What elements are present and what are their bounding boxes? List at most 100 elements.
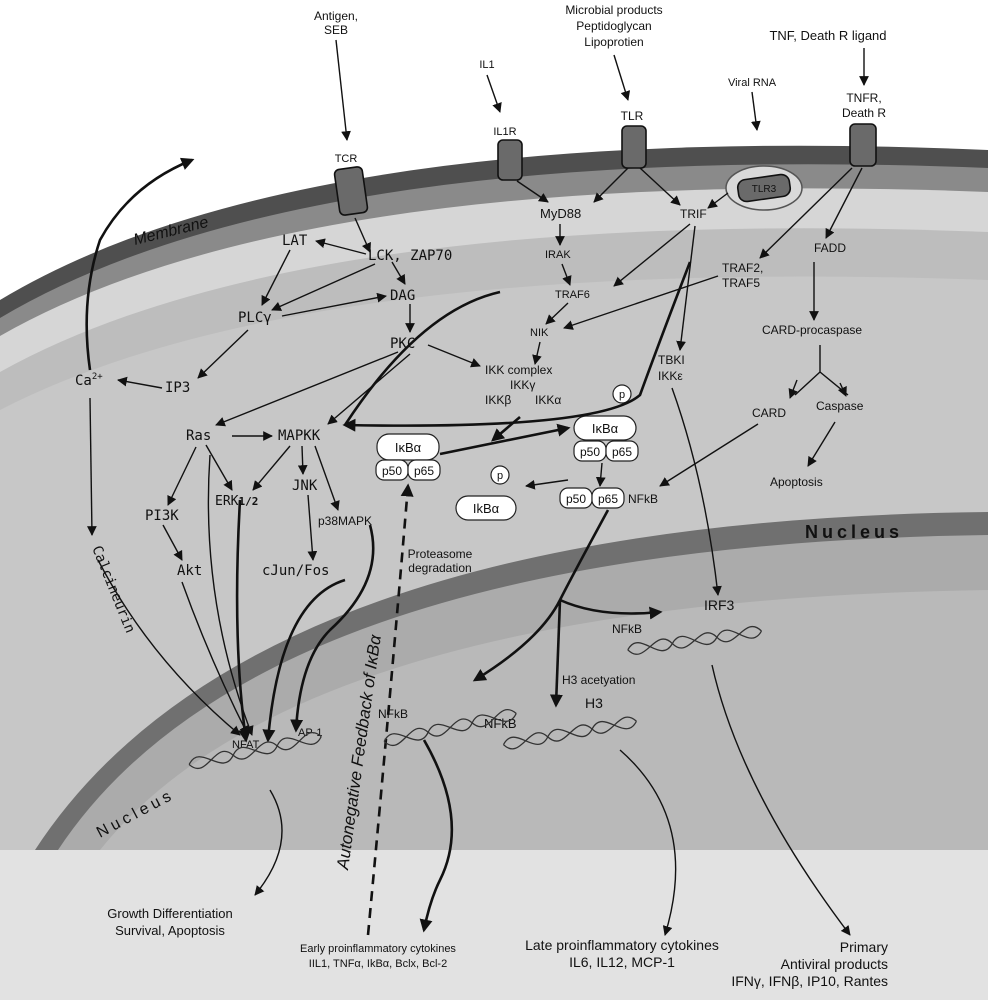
proteasome-label-2: degradation bbox=[408, 561, 471, 575]
early-output: Early proinflammatory cytokines bbox=[300, 943, 456, 955]
bold-arrows bbox=[85, 157, 692, 933]
antiviral-output: Primary bbox=[840, 939, 888, 955]
p50-label-3: p50 bbox=[566, 492, 586, 506]
nik-node: NIK bbox=[530, 327, 549, 339]
tnfr-receptor bbox=[849, 123, 877, 167]
dag-node: DAG bbox=[390, 288, 415, 304]
traf25-node-2: TRAF5 bbox=[722, 276, 760, 290]
tnfr-label: TNFR, bbox=[846, 91, 881, 105]
dna-nfkb-1 bbox=[383, 709, 517, 746]
il1r-receptor bbox=[497, 139, 523, 181]
microbial-label-2: Peptidoglycan bbox=[576, 19, 651, 33]
ca-node: Ca2+ bbox=[75, 372, 103, 389]
p50-label-2: p50 bbox=[580, 445, 600, 459]
lck-node: LCK, ZAP70 bbox=[368, 248, 452, 264]
tcr-receptor bbox=[333, 166, 369, 216]
traf25-node: TRAF2, bbox=[722, 261, 763, 275]
tlr3-receptor bbox=[736, 173, 792, 203]
pathway-arrows bbox=[86, 167, 863, 736]
nfkb-cyto-label: NFkB bbox=[628, 492, 658, 506]
ikk-epsilon-node: IKKε bbox=[658, 369, 683, 383]
ras-node: Ras bbox=[186, 428, 211, 444]
microbial-label-3: Lipoprotien bbox=[584, 35, 643, 49]
akt-node: Akt bbox=[177, 563, 202, 579]
nfkb-nuc-label-2: NFkB bbox=[378, 707, 408, 721]
tlr-receptor bbox=[621, 125, 647, 169]
growth-output-2: Survival, Apoptosis bbox=[115, 923, 225, 938]
late-output: Late proinflammatory cytokines bbox=[525, 937, 719, 953]
ikba-label-3: IkBα bbox=[473, 501, 500, 516]
irak-node: IRAK bbox=[545, 249, 571, 261]
dna-helices bbox=[188, 625, 763, 769]
ikk-gamma-node: IKKγ bbox=[510, 378, 535, 392]
fadd-node: FADD bbox=[814, 241, 846, 255]
phospho-circle-1 bbox=[612, 384, 632, 404]
card-node: CARD bbox=[752, 406, 786, 420]
ikk-complex-node: IKK complex bbox=[485, 363, 552, 377]
tnf-label: TNF, Death R ligand bbox=[769, 28, 886, 43]
caspase-node: Caspase bbox=[816, 399, 864, 413]
ikba-box-3 bbox=[455, 495, 517, 521]
dna-h3 bbox=[502, 716, 638, 750]
receptors: TCR IL1R TLR TLR3 TNFR, Death R bbox=[333, 91, 886, 216]
p65-box-3 bbox=[591, 487, 625, 509]
ikba-complexes: IκBα p50 p65 p IκBα p50 p65 p IkBα p50 p… bbox=[375, 384, 639, 521]
p50-label-1: p50 bbox=[382, 464, 402, 478]
viral-rna-label: Viral RNA bbox=[728, 77, 777, 89]
trif-node: TRIF bbox=[680, 207, 707, 221]
il1-label: IL1 bbox=[479, 59, 494, 71]
cjun-node: cJun/Fos bbox=[262, 563, 329, 579]
erk-node: ERK1/2 bbox=[215, 494, 258, 509]
antigen-label-2: SEB bbox=[324, 23, 348, 37]
ikba-box-2 bbox=[573, 415, 637, 441]
pi3k-node: PI3K bbox=[145, 508, 179, 524]
tnfr-label-2: Death R bbox=[842, 106, 886, 120]
h3-acet-label: H3 acetyation bbox=[562, 673, 635, 687]
phospho-circle-2 bbox=[490, 465, 510, 485]
ikk-alpha-node: IKKα bbox=[535, 393, 561, 407]
dna-nfat bbox=[188, 732, 322, 769]
antiviral-output-2: Antiviral products bbox=[781, 956, 888, 972]
output-arrows bbox=[254, 664, 851, 936]
apoptosis-node: Apoptosis bbox=[770, 475, 823, 489]
card-procaspase-node: CARD-procaspase bbox=[762, 323, 862, 337]
tlr-label: TLR bbox=[621, 109, 644, 123]
extracellular-bottom-strip bbox=[0, 850, 988, 1000]
phospho-p-1: p bbox=[619, 389, 625, 401]
ikba-box-1 bbox=[376, 433, 440, 461]
lat-node: LAT bbox=[282, 233, 308, 249]
p65-label-2: p65 bbox=[612, 445, 632, 459]
nfat-label: NFAT bbox=[232, 739, 260, 751]
proteasome-label: Proteasome bbox=[408, 547, 473, 561]
antigen-label: Antigen, bbox=[314, 9, 358, 23]
output-labels: Growth Differentiation Survival, Apoptos… bbox=[107, 906, 888, 989]
early-output-2: IIL1, TNFα, IkBα, Bclx, Bcl-2 bbox=[309, 958, 447, 970]
ikba-label-1: IκBα bbox=[395, 440, 422, 455]
p65-box-1 bbox=[407, 459, 441, 481]
p65-box-2 bbox=[605, 440, 639, 462]
irf3-node: IRF3 bbox=[704, 597, 735, 613]
p38-node: p38MAPK bbox=[318, 514, 372, 528]
tlr3-label: TLR3 bbox=[752, 184, 777, 195]
mapkk-node: MAPKK bbox=[278, 428, 321, 444]
ikba-label-2: IκBα bbox=[592, 421, 619, 436]
nfkb-nuc-label-1: NFkB bbox=[612, 622, 642, 636]
phospho-p-2: p bbox=[497, 470, 503, 482]
p65-label-1: p65 bbox=[414, 464, 434, 478]
plc-node: PLCγ bbox=[238, 310, 272, 326]
il1r-label: IL1R bbox=[493, 126, 516, 138]
traf6-node: TRAF6 bbox=[555, 289, 590, 301]
jnk-node: JNK bbox=[292, 478, 318, 494]
microbial-label: Microbial products bbox=[565, 3, 662, 17]
late-output-2: IL6, IL12, MCP-1 bbox=[569, 954, 675, 970]
antiviral-output-3: IFNγ, IFNβ, IP10, Rantes bbox=[731, 973, 888, 989]
nucleus-label-top: Nucleus bbox=[805, 522, 903, 542]
tlr-tnf-pathway-nodes: MyD88 IRAK TRAF6 NIK IKK complex IKKγ IK… bbox=[232, 206, 864, 751]
myd88-node: MyD88 bbox=[540, 206, 581, 221]
h3-node: H3 bbox=[585, 695, 603, 711]
extracellular-inputs: Antigen, SEB IL1 Microbial products Pept… bbox=[314, 3, 887, 89]
growth-output: Growth Differentiation bbox=[107, 906, 233, 921]
